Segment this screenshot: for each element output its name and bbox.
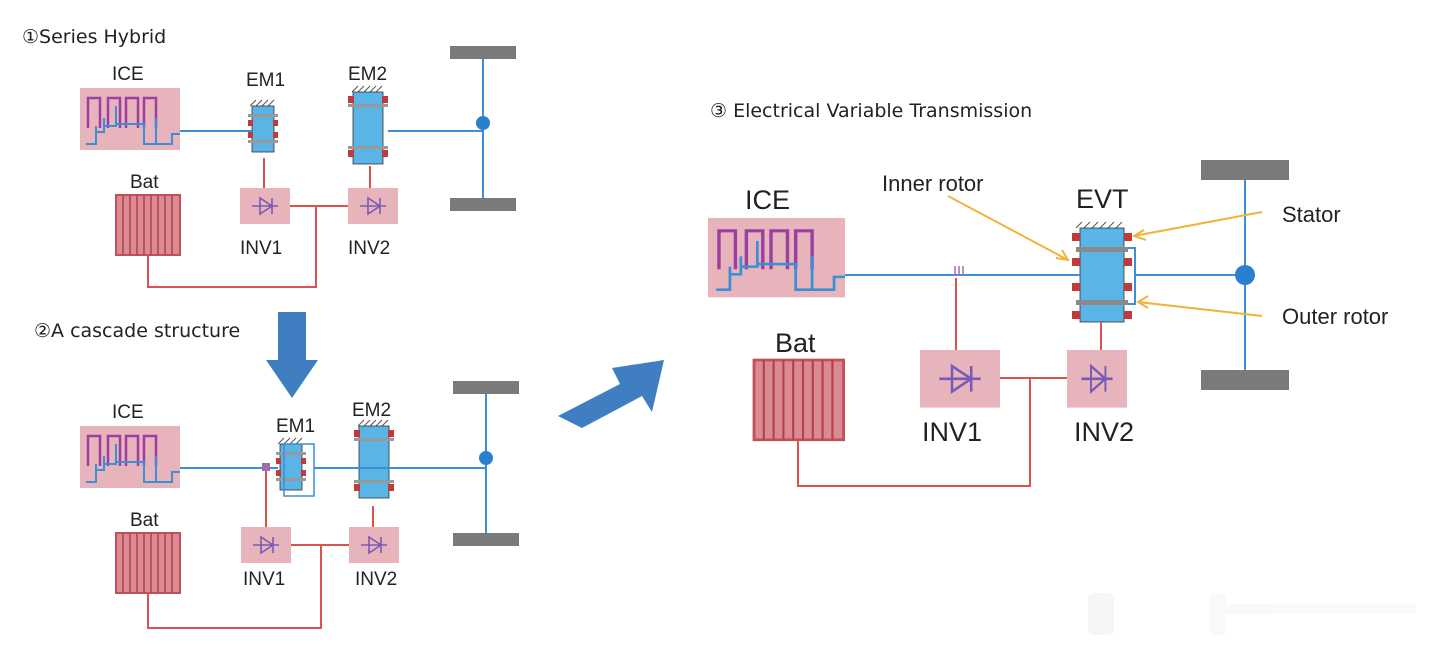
ice-engine-icon bbox=[78, 86, 182, 152]
wheel-axle-icon bbox=[449, 45, 517, 212]
wheel-axle-icon-3 bbox=[1201, 160, 1289, 390]
cascade-title: ②A cascade structure bbox=[34, 320, 240, 342]
em1-label-2: EM1 bbox=[276, 416, 315, 437]
transition-arrow-icon bbox=[558, 360, 664, 428]
bat-label-2: Bat bbox=[130, 510, 159, 531]
cascade-structure-panel: ②A cascade structure ICE Bat EM1 EM2 INV… bbox=[34, 320, 520, 629]
down-arrow-icon bbox=[266, 312, 318, 398]
inv1-label-3: INV1 bbox=[922, 417, 982, 447]
em2-label-2: EM2 bbox=[352, 400, 391, 421]
callout-arrows bbox=[947, 195, 1263, 317]
stator-label: Stator bbox=[1282, 202, 1341, 227]
watermark-artifact bbox=[1088, 593, 1416, 635]
em2-motor-icon bbox=[347, 85, 389, 165]
evt-motor-icon bbox=[1072, 221, 1136, 323]
inv2-icon-3 bbox=[1065, 348, 1129, 409]
inv2-icon-2 bbox=[348, 526, 400, 564]
ice-label-2: ICE bbox=[112, 402, 144, 423]
battery-icon-3 bbox=[752, 358, 845, 442]
evt-title: ③ Electrical Variable Transmission bbox=[710, 100, 1032, 122]
bat-label: Bat bbox=[130, 172, 159, 193]
em1-motor-icon bbox=[247, 99, 279, 153]
outer-rotor-label: Outer rotor bbox=[1282, 304, 1388, 329]
ice-engine-icon-2 bbox=[78, 424, 182, 490]
inv1-icon-2 bbox=[240, 526, 292, 564]
wheel-axle-icon-2 bbox=[452, 380, 520, 547]
battery-icon bbox=[115, 194, 181, 256]
series-hybrid-panel: ①Series Hybrid ICE Bat EM1 EM2 INV1 INV2 bbox=[22, 26, 517, 288]
inner-rotor-label: Inner rotor bbox=[882, 171, 984, 196]
ice-label: ICE bbox=[112, 64, 144, 85]
inv1-label: INV1 bbox=[240, 238, 282, 259]
inv1-icon bbox=[239, 187, 291, 225]
em1-motor-icon-2 bbox=[275, 437, 307, 491]
inv2-label: INV2 bbox=[348, 238, 390, 259]
battery-icon-2 bbox=[115, 532, 181, 594]
series-hybrid-title: ①Series Hybrid bbox=[22, 26, 166, 48]
inv2-icon bbox=[347, 187, 399, 225]
evt-panel: ③ Electrical Variable Transmission ICE B… bbox=[706, 100, 1388, 487]
inv2-label-3: INV2 bbox=[1074, 417, 1134, 447]
ice-label-3: ICE bbox=[745, 185, 790, 215]
ice-engine-icon-3 bbox=[706, 216, 847, 300]
evt-label: EVT bbox=[1076, 184, 1129, 214]
inv1-label-2: INV1 bbox=[243, 569, 285, 590]
em2-motor-icon-2 bbox=[353, 419, 395, 499]
inv1-icon-3 bbox=[918, 348, 1002, 409]
em1-label: EM1 bbox=[246, 70, 285, 91]
inv2-label-2: INV2 bbox=[355, 569, 397, 590]
em2-label: EM2 bbox=[348, 64, 387, 85]
bat-label-3: Bat bbox=[775, 328, 816, 358]
